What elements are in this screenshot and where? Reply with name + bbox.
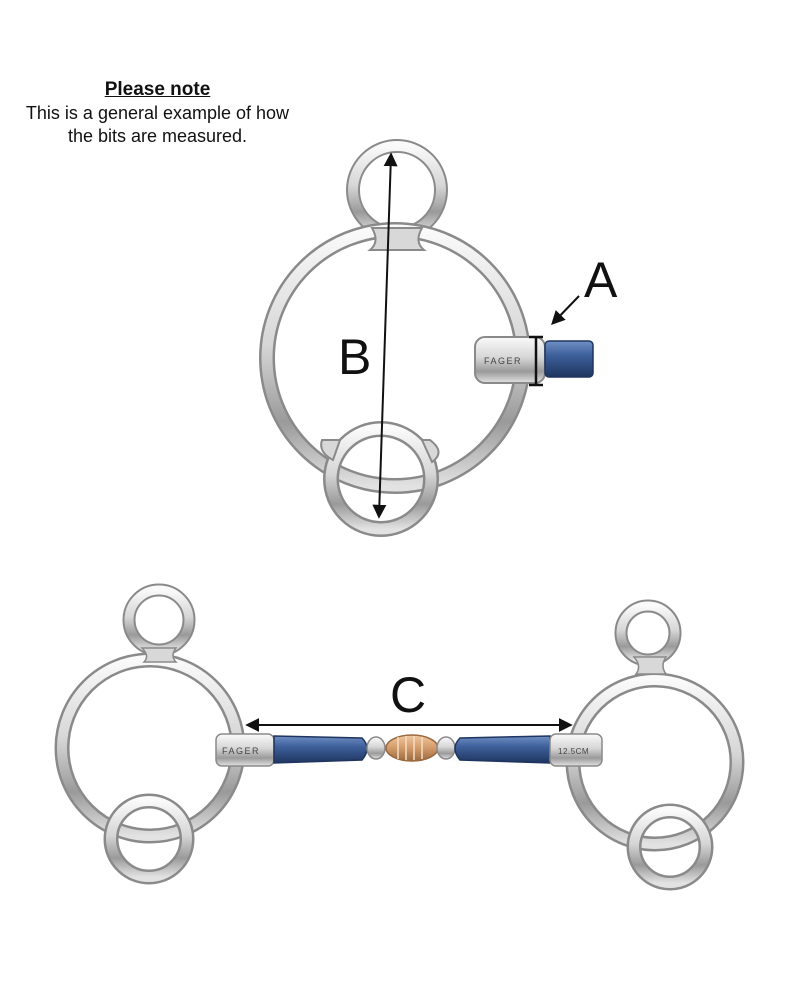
measure-c: C: [245, 667, 573, 732]
left-mouthpiece-bar: [273, 735, 368, 764]
label-a: A: [584, 252, 618, 308]
measure-a: A: [529, 252, 618, 387]
note-body: This is a general example of how the bit…: [25, 103, 290, 146]
top-bit-lower-joint-left: [320, 439, 342, 462]
top-bit-upper-ring: [346, 139, 448, 241]
copper-roller: [385, 734, 439, 762]
note-block: Please note This is a general example of…: [20, 78, 295, 148]
left-link-ring: [366, 736, 386, 760]
size-engraving: 12.5CM: [558, 747, 589, 756]
top-bit-brand-engraving: FAGER: [484, 356, 522, 366]
label-b: B: [338, 329, 371, 385]
right-mouthpiece-bar: [454, 735, 551, 764]
measure-b: B: [338, 152, 398, 519]
bottom-bit-right-cheek: [565, 599, 745, 891]
right-sleeve: [549, 733, 603, 767]
right-link-ring: [436, 736, 456, 760]
top-bit-sleeve: FAGER: [474, 336, 546, 384]
label-c: C: [390, 667, 426, 723]
note-title: Please note: [104, 79, 211, 100]
bottom-bit: FAGER 12.5CM C: [54, 583, 745, 891]
top-bit-mouthpiece-stub: [544, 340, 594, 378]
top-bit-lower-joint-right: [420, 439, 440, 464]
top-bit-upper-joint: [367, 227, 427, 251]
bottom-bit-left-cheek: [54, 583, 246, 885]
top-bit: FAGER A B: [259, 139, 618, 537]
left-brand-engraving: FAGER: [222, 746, 260, 756]
bottom-bit-mouthpiece: FAGER 12.5CM: [215, 733, 603, 767]
